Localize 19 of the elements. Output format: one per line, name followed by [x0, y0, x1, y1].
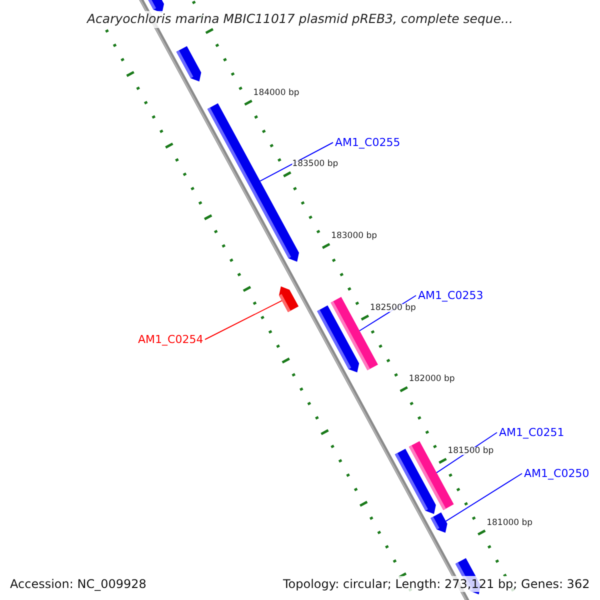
leader-line [260, 142, 334, 182]
gene-label: AM1_C0254 [138, 334, 204, 345]
gene-feature [279, 286, 299, 312]
leader-line [445, 473, 522, 522]
gene-feature [430, 512, 448, 533]
tick-label: 183000 bp [331, 232, 378, 240]
tick-label: 182500 bp [370, 304, 416, 312]
title: Acaryochloris marina MBIC11017 plasmid pREB3, complete seque... [87, 11, 513, 28]
leader-line [204, 300, 282, 340]
footer-text: Topology: circular; Length: 273,121 bp; Genes: 362 [283, 576, 590, 592]
tick-label: 182000 bp [408, 375, 455, 384]
gene-label: AM1_C0255 [335, 137, 400, 148]
tick-label: 181000 bp [486, 518, 533, 527]
tick-label: 183500 bp [292, 160, 338, 169]
tick-label: 181500 bp [448, 446, 494, 456]
gene-label: AM1_C0250 [524, 468, 590, 479]
gene-label: AM1_C0251 [499, 427, 564, 438]
footer-text: Accession: NC_009928 [10, 576, 146, 592]
gene-label: AM1_C0253 [418, 290, 484, 301]
